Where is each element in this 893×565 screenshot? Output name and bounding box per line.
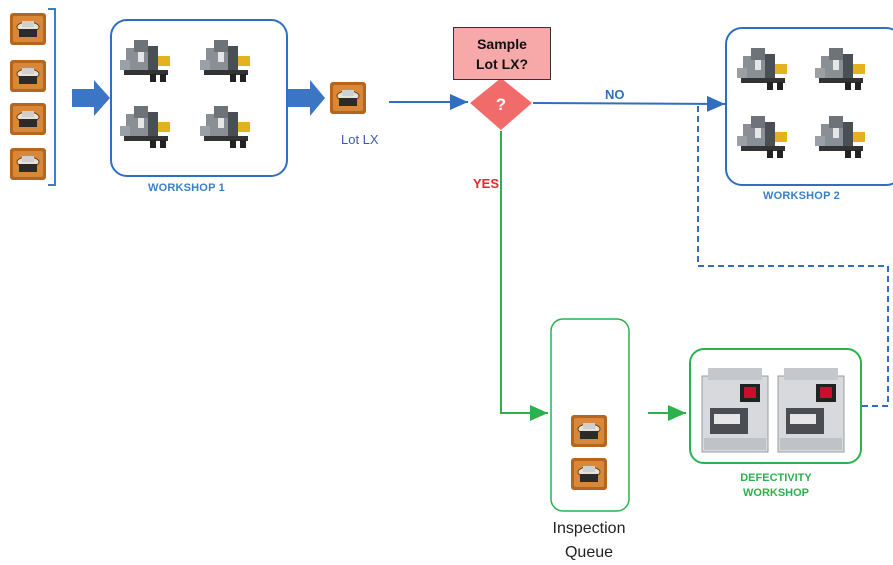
defectivity-line2: WORKSHOP	[743, 487, 809, 499]
queue-lot-2	[570, 457, 608, 491]
lot-lx-label: Lot LX	[341, 132, 379, 147]
no-label: NO	[605, 87, 625, 102]
yes-label: YES	[473, 176, 500, 191]
decision-box: Sample Lot LX?	[453, 27, 551, 80]
input-lot-1	[9, 12, 47, 46]
input-lots	[9, 12, 47, 181]
workshop1-label: WORKSHOP 1	[148, 182, 225, 194]
input-lot-2	[9, 59, 47, 93]
inspection-queue-label: Inspection Queue	[530, 517, 648, 565]
queue-line1: Inspection	[552, 520, 626, 537]
input-lot-3	[9, 102, 47, 136]
queue-lot-1	[570, 414, 608, 448]
input-bracket	[48, 8, 56, 186]
queue-line2: Queue	[564, 544, 614, 561]
input-lot-4	[9, 147, 47, 181]
lot-lx-icon	[329, 81, 367, 115]
defectivity-line1: DEFECTIVITY	[740, 472, 812, 484]
block-arrow-1	[72, 80, 110, 116]
arrow-no	[532, 95, 726, 112]
decision-diamond	[470, 78, 532, 130]
defectivity-label: DEFECTIVITY WORKSHOP	[716, 471, 836, 501]
arrow-yes	[500, 131, 548, 421]
dashed-return-line	[697, 104, 889, 407]
decision-line1: Sample	[477, 35, 527, 52]
block-arrow-2	[288, 80, 325, 116]
decision-line2: Lot LX?	[475, 55, 529, 72]
workshop2-label: WORKSHOP 2	[763, 190, 840, 202]
question-mark: ?	[495, 95, 507, 114]
